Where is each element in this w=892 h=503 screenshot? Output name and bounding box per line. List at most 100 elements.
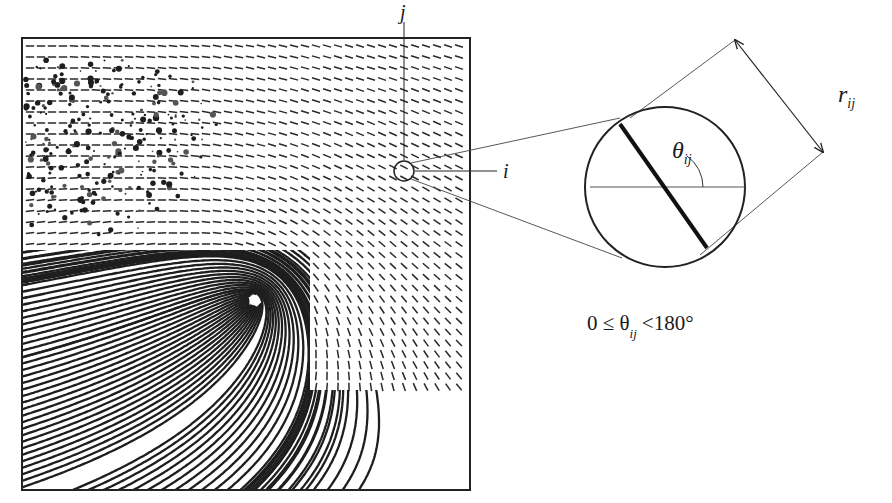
orientation-dash <box>402 372 405 380</box>
orientation-dash <box>445 329 451 335</box>
orientation-dash <box>379 220 386 225</box>
orientation-dash <box>191 89 199 90</box>
ridge-line <box>26 271 290 497</box>
orientation-dash <box>334 198 341 202</box>
orientation-dash <box>433 110 441 113</box>
orientation-dash <box>315 350 317 358</box>
ink-blot <box>130 136 134 140</box>
orientation-dash <box>359 383 361 391</box>
orientation-dash <box>213 45 221 46</box>
orientation-dash <box>301 176 309 179</box>
orientation-dash <box>422 110 430 113</box>
ink-blot <box>59 78 65 84</box>
ink-blot <box>86 146 91 151</box>
orientation-dash <box>337 339 339 347</box>
orientation-dash <box>424 361 428 368</box>
orientation-dash <box>257 232 265 235</box>
orientation-dash <box>411 110 419 113</box>
orientation-dash <box>103 111 111 113</box>
orientation-dash <box>191 111 199 112</box>
ink-blot <box>156 127 162 133</box>
orientation-dash <box>37 45 45 47</box>
angle-subscript: ij <box>684 153 692 167</box>
orientation-dash <box>279 56 287 58</box>
ink-blot <box>128 186 132 190</box>
orientation-dash <box>279 166 287 169</box>
ridge-line <box>277 255 340 497</box>
orientation-dash <box>378 165 385 169</box>
orientation-dash <box>412 241 419 246</box>
ridge-line <box>256 255 322 497</box>
orientation-dash <box>125 144 133 146</box>
orientation-dash <box>445 263 452 268</box>
orientation-dash <box>202 89 210 90</box>
orientation-dash <box>147 111 155 113</box>
ink-blot <box>31 134 37 140</box>
orientation-dash <box>114 199 122 201</box>
orientation-dash <box>423 241 430 246</box>
ridge-line <box>249 255 318 497</box>
orientation-dash <box>158 221 166 223</box>
orientation-dash <box>367 111 375 114</box>
orientation-dash <box>147 133 155 135</box>
orientation-dash <box>268 122 276 124</box>
orientation-dash <box>324 252 330 258</box>
orientation-dash <box>368 285 373 292</box>
orientation-dash <box>367 165 375 169</box>
orientation-dash <box>390 241 396 246</box>
orientation-dash <box>422 154 430 158</box>
orientation-dash <box>37 133 45 135</box>
orientation-dash <box>290 198 298 201</box>
orientation-dash <box>158 166 166 168</box>
orientation-dash <box>389 45 397 48</box>
orientation-dash <box>357 252 363 258</box>
orientation-dash <box>312 45 320 47</box>
orientation-dash <box>433 176 440 180</box>
orientation-dash <box>403 383 406 391</box>
orientation-dash <box>346 263 352 269</box>
ink-blot <box>45 113 47 115</box>
orientation-dash <box>334 89 342 92</box>
orientation-dash <box>411 154 419 158</box>
orientation-dash <box>246 210 254 212</box>
orientation-dash <box>312 100 320 103</box>
orientation-dash <box>235 199 243 201</box>
orientation-dash <box>357 209 364 214</box>
orientation-dash <box>402 328 406 335</box>
orientation-dash <box>92 67 100 69</box>
orientation-dash <box>81 155 89 157</box>
orientation-dash <box>70 45 78 47</box>
orientation-dash <box>444 100 452 103</box>
orientation-dash <box>367 89 375 92</box>
orientation-dash <box>391 350 394 358</box>
orientation-dash <box>268 56 276 58</box>
orientation-dash <box>324 263 330 269</box>
ridge-line <box>16 239 270 259</box>
orientation-dash <box>422 45 430 48</box>
orientation-dash <box>345 122 353 125</box>
ink-blot <box>49 190 54 195</box>
orientation-dash <box>313 231 320 236</box>
orientation-dash <box>424 351 429 358</box>
orientation-dash <box>324 220 331 225</box>
orientation-dash <box>368 274 374 280</box>
orientation-dash <box>378 154 386 158</box>
orientation-dash <box>191 45 199 46</box>
ink-blot <box>54 195 57 198</box>
orientation-dash <box>26 45 34 47</box>
orientation-dash <box>435 351 440 358</box>
orientation-dash <box>323 111 331 114</box>
orientation-dash <box>92 100 100 102</box>
ink-blot <box>118 188 122 192</box>
orientation-dash <box>368 220 375 225</box>
orientation-dash <box>246 45 254 47</box>
orientation-dash <box>301 45 309 47</box>
orientation-dash <box>147 67 155 69</box>
orientation-dash <box>337 350 338 358</box>
orientation-dash <box>433 121 441 124</box>
orientation-dash <box>257 89 265 91</box>
orientation-dash <box>326 350 328 358</box>
orientation-dash <box>334 56 342 58</box>
orientation-dash <box>202 78 210 79</box>
ink-blot <box>192 87 194 89</box>
